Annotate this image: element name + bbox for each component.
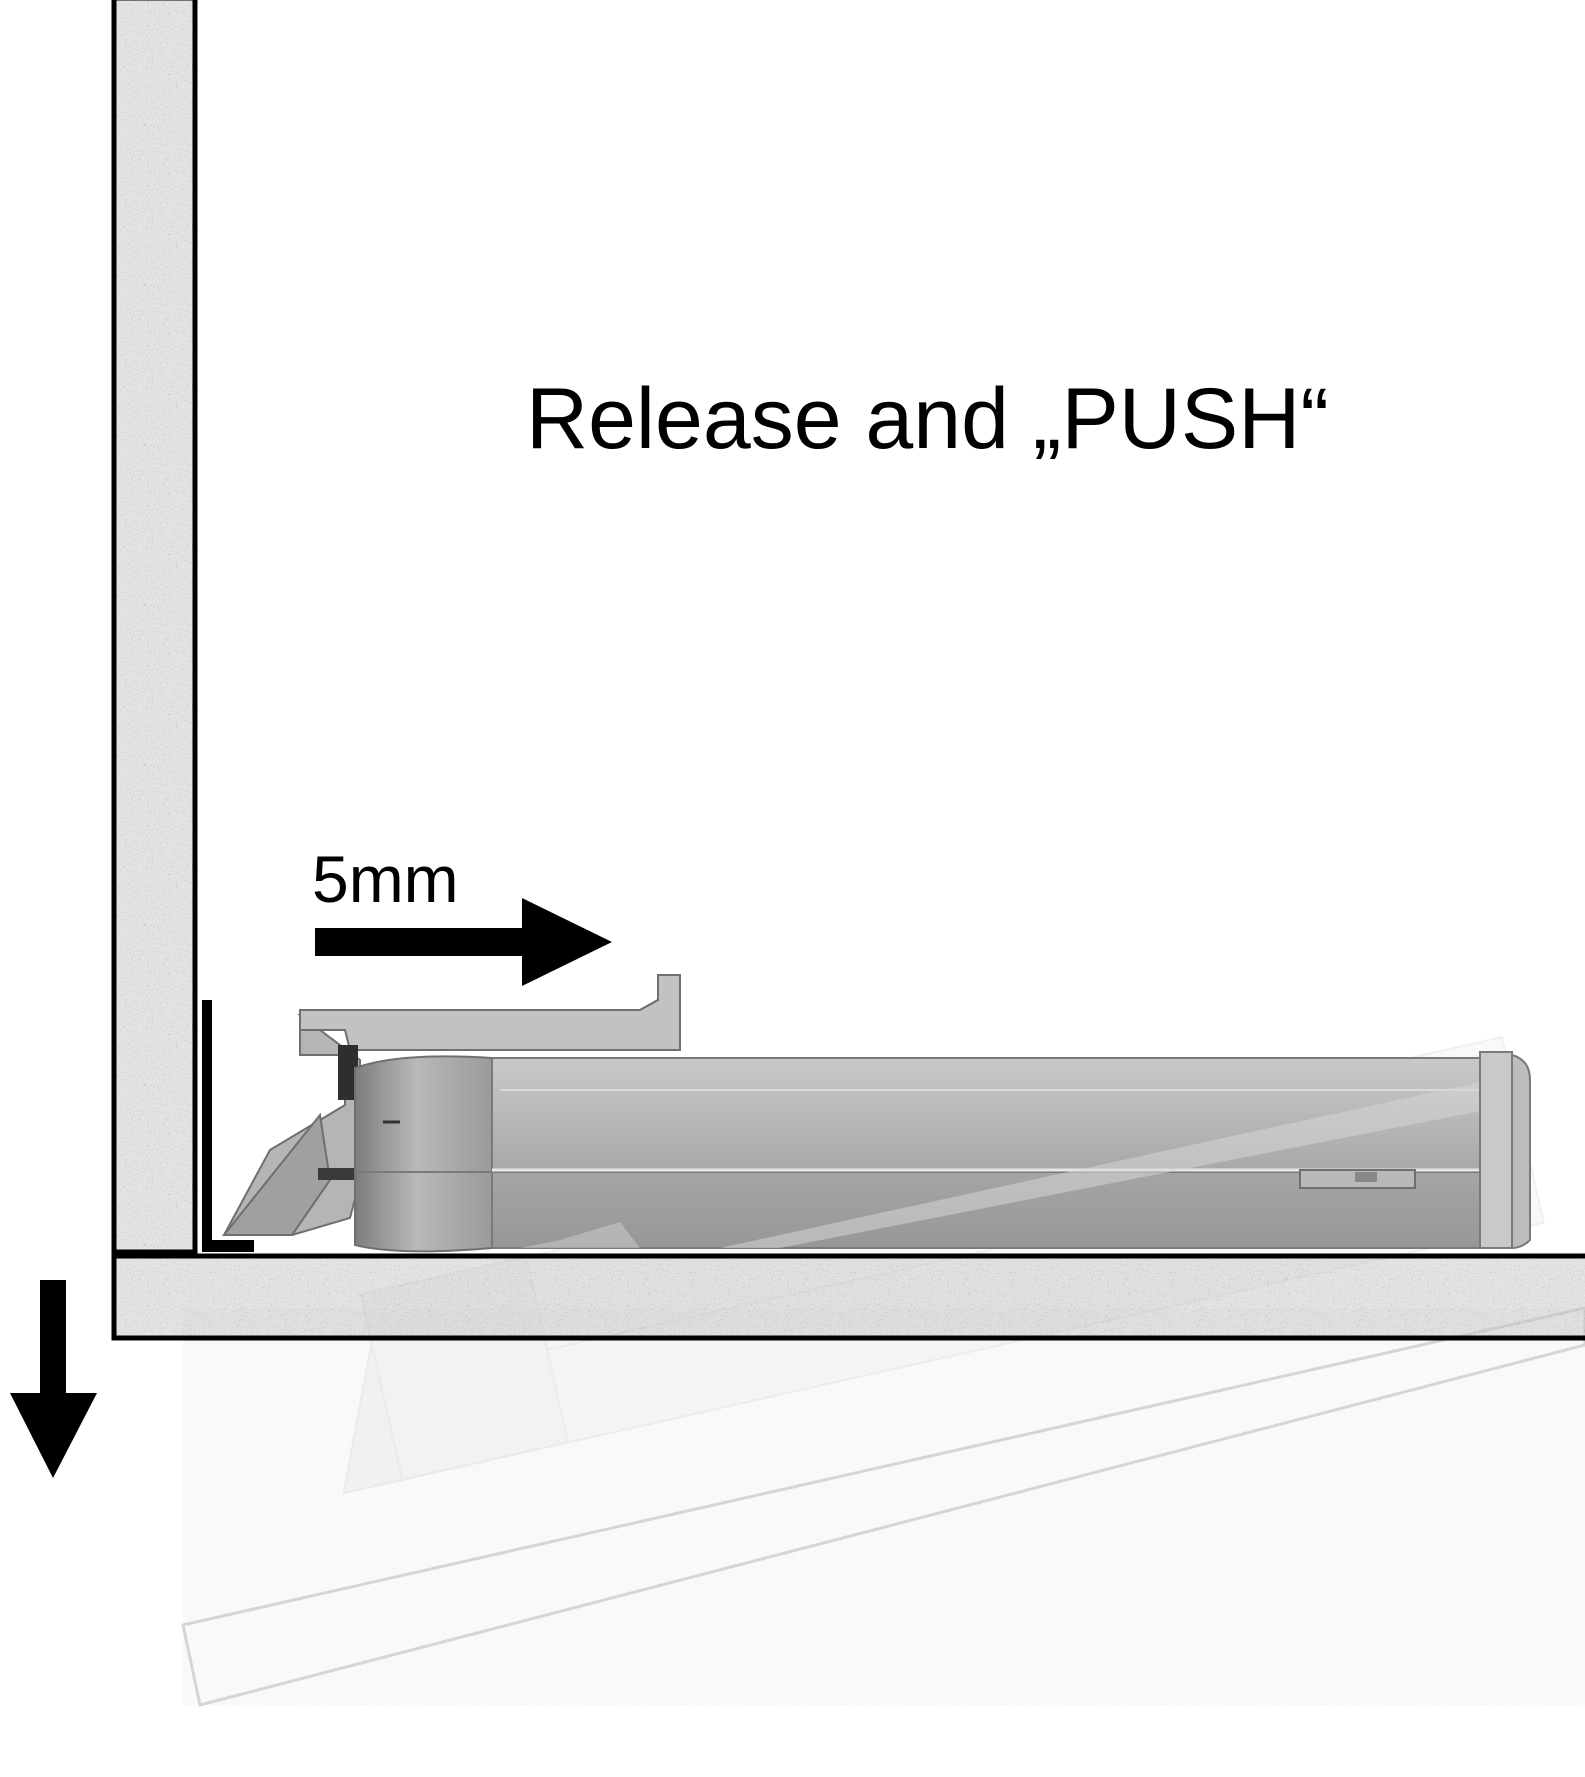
cabinet-bottom-panel bbox=[111, 1253, 1585, 1341]
dimension-label: 5mm bbox=[312, 842, 459, 916]
ghost-door-board bbox=[181, 1306, 1585, 1707]
arrow-down-icon bbox=[10, 1280, 97, 1478]
push-latch-hinge bbox=[221, 974, 1531, 1253]
arrow-right-icon bbox=[315, 898, 612, 986]
instruction-title: Release and „PUSH“ bbox=[526, 371, 1330, 467]
cabinet-side-panel bbox=[111, 0, 198, 1255]
mounting-bracket bbox=[202, 1000, 254, 1252]
